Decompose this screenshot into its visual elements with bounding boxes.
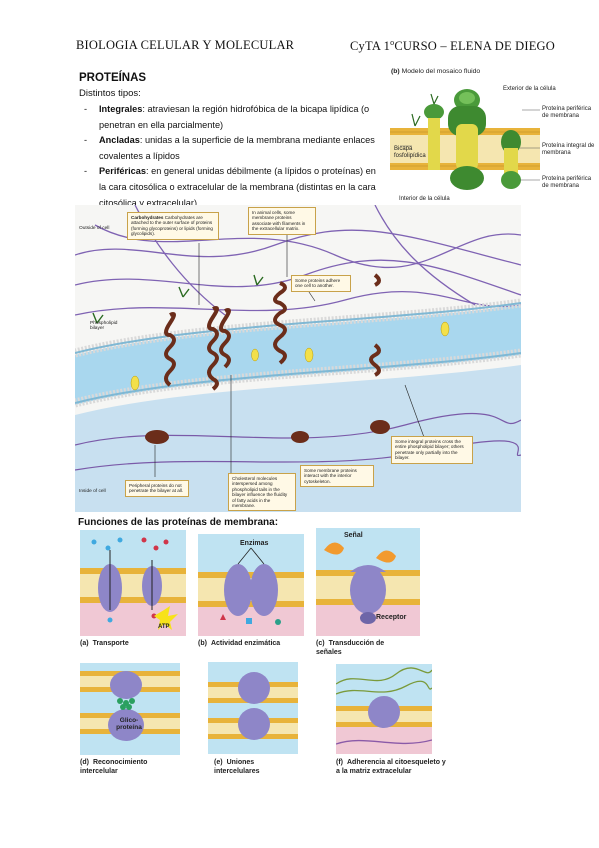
protein-type-list: -Integrales: atraviesan la región hidrof… [84,102,384,211]
list-item: -Integrales: atraviesan la región hidrof… [84,104,370,130]
callout-cytoskeleton: Some membrane proteins interact with the… [300,465,374,488]
label-inside-cell: Inside of cell [79,489,106,494]
label-peripheral-bottom: Proteína periférica de membrana [542,176,592,189]
list-item: -Periféricas: en general unidas débilmen… [84,166,376,208]
callout-adhere: Some proteins adhere one cell to another… [291,275,351,292]
label-bilayer: Bicapa fosfolipídica [394,146,426,159]
caption-recognition: (d)Reconocimiento intercelular [80,759,148,775]
callout-animal-cells: In animal cells, some membrane proteins … [248,207,316,235]
enzimas-label: Enzimas [240,540,269,547]
label-phospholipid-bilayer: Phospholipid bilayer [90,321,118,331]
section-title: PROTEÍNAS [79,72,147,84]
fluid-mosaic-figure [390,76,540,208]
glico-label: Glico-proteína [116,717,142,731]
membrane-structure-figure [75,205,521,512]
panel-enzymatic [198,534,304,636]
caption-signal: (c)Transducción de señales [316,640,385,656]
caption-junctions: (e)Uniones intercelulares [214,759,260,775]
callout-carbohydrates: Carbohydrates Carbohydrates are attached… [127,212,219,240]
label-exterior: Exterior de la célula [503,86,556,92]
callout-integral-proteins: Some integral proteins cross the entire … [391,436,473,464]
panel-transport: ATP [80,530,186,636]
label-peripheral-top: Proteína periférica de membrana [542,106,592,119]
callout-peripheral-proteins: Peripheral proteins do not penetrate the… [125,480,189,497]
panel-adhesion [336,664,432,754]
callout-cholesterol: Cholesterol molecules interspersed among… [228,473,296,512]
label-outside-cell: Outside of cell [79,226,110,231]
list-item: -Ancladas: unidas a la superficie de la … [84,135,375,161]
section-subtitle: Distintos tipos: [79,88,141,99]
panel-junctions [208,662,298,754]
functions-title: Funciones de las proteínas de membrana: [78,517,279,528]
panel-recognition [80,663,180,755]
senal-label: Señal [344,532,363,539]
caption-adhesion: (f)Adherencia al citoesqueleto y a la ma… [336,759,446,775]
label-integral: Proteína integral de membrana [542,143,595,156]
header-course: CyTA 1oCURSO – ELENA DE DIEGO [350,38,555,54]
receptor-label: Receptor [376,614,407,621]
atp-label: ATP [158,624,170,630]
caption-enzymatic: (b)Actividad enzimática [198,640,281,647]
fig-mosaic-title: (b) Modelo del mosaico fluido [391,68,481,75]
label-interior: Interior de la célula [399,196,450,202]
header-title: BIOLOGIA CELULAR Y MOLECULAR [76,38,295,52]
panel-signal [316,528,420,636]
caption-transport: (a)Transporte [80,640,129,647]
